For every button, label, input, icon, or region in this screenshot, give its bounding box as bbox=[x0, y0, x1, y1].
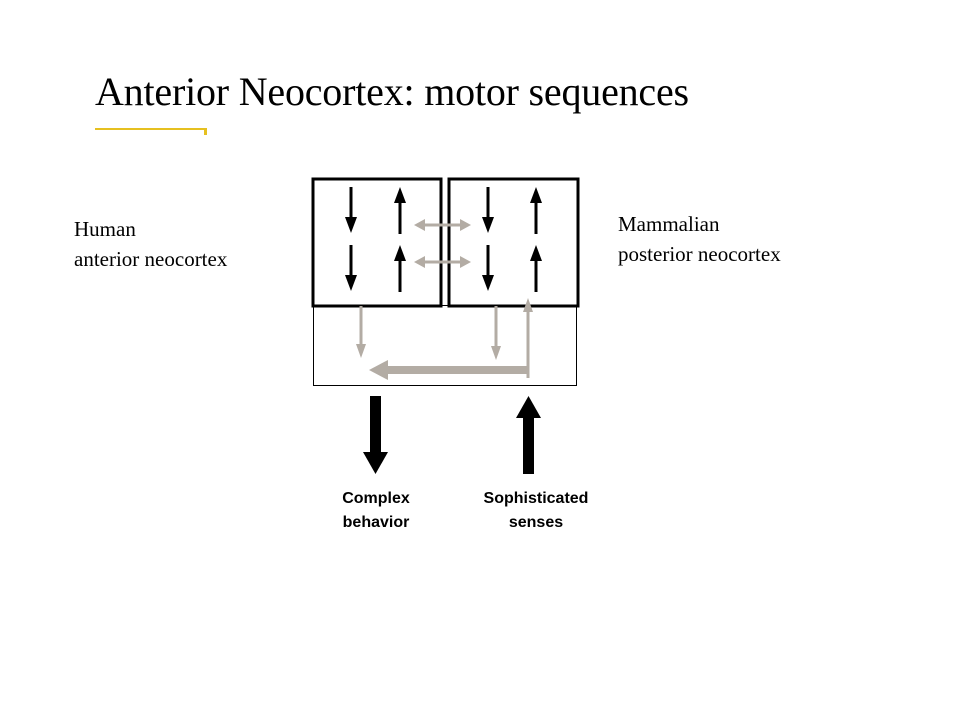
posterior-cortex-box bbox=[447, 177, 580, 308]
subcortical-box bbox=[313, 305, 577, 386]
mammalian-posterior-label-line2: posterior neocortex bbox=[618, 242, 781, 266]
posterior-up-arrow-bottom bbox=[530, 245, 542, 292]
sophisticated-senses-arrow bbox=[516, 396, 541, 474]
anterior-cortex-box bbox=[311, 177, 443, 308]
complex-behavior-arrow bbox=[363, 396, 388, 474]
complex-behavior-caption-line2: behavior bbox=[342, 514, 410, 531]
complex-behavior-caption-line1: Complex bbox=[342, 490, 410, 507]
mammalian-posterior-label-line1: Mammalian bbox=[618, 212, 720, 236]
anterior-down-arrow-top bbox=[345, 187, 357, 233]
cross-cortex-arrow-top bbox=[414, 219, 471, 231]
anterior-to-subcortex-arrow bbox=[356, 306, 366, 358]
anterior-down-arrow-bottom bbox=[345, 245, 357, 291]
posterior-down-arrow-bottom bbox=[482, 245, 494, 291]
sophisticated-senses-caption: Sophisticated senses bbox=[456, 487, 616, 535]
human-anterior-label-line1: Human bbox=[74, 217, 136, 241]
posterior-to-subcortex-arrow bbox=[491, 306, 501, 360]
human-anterior-label-line2: anterior neocortex bbox=[74, 247, 228, 271]
anterior-up-arrow-bottom bbox=[394, 245, 406, 292]
anterior-up-arrow-top bbox=[394, 187, 406, 234]
cross-cortex-arrow-bottom bbox=[414, 256, 471, 268]
sophisticated-senses-caption-line1: Sophisticated bbox=[483, 490, 589, 507]
complex-behavior-caption: Complex behavior bbox=[296, 487, 456, 535]
title-underline-tick bbox=[204, 128, 207, 135]
title-underline bbox=[95, 128, 206, 130]
posterior-down-arrow-top bbox=[482, 187, 494, 233]
sensory-to-motor-gray-arrow bbox=[369, 360, 528, 380]
page-title: Anterior Neocortex: motor sequences bbox=[95, 69, 689, 114]
sophisticated-senses-caption-line2: senses bbox=[508, 514, 564, 531]
mammalian-posterior-label: Mammalian posterior neocortex bbox=[618, 209, 781, 269]
posterior-up-arrow-top bbox=[530, 187, 542, 234]
human-anterior-label: Human anterior neocortex bbox=[74, 214, 227, 274]
